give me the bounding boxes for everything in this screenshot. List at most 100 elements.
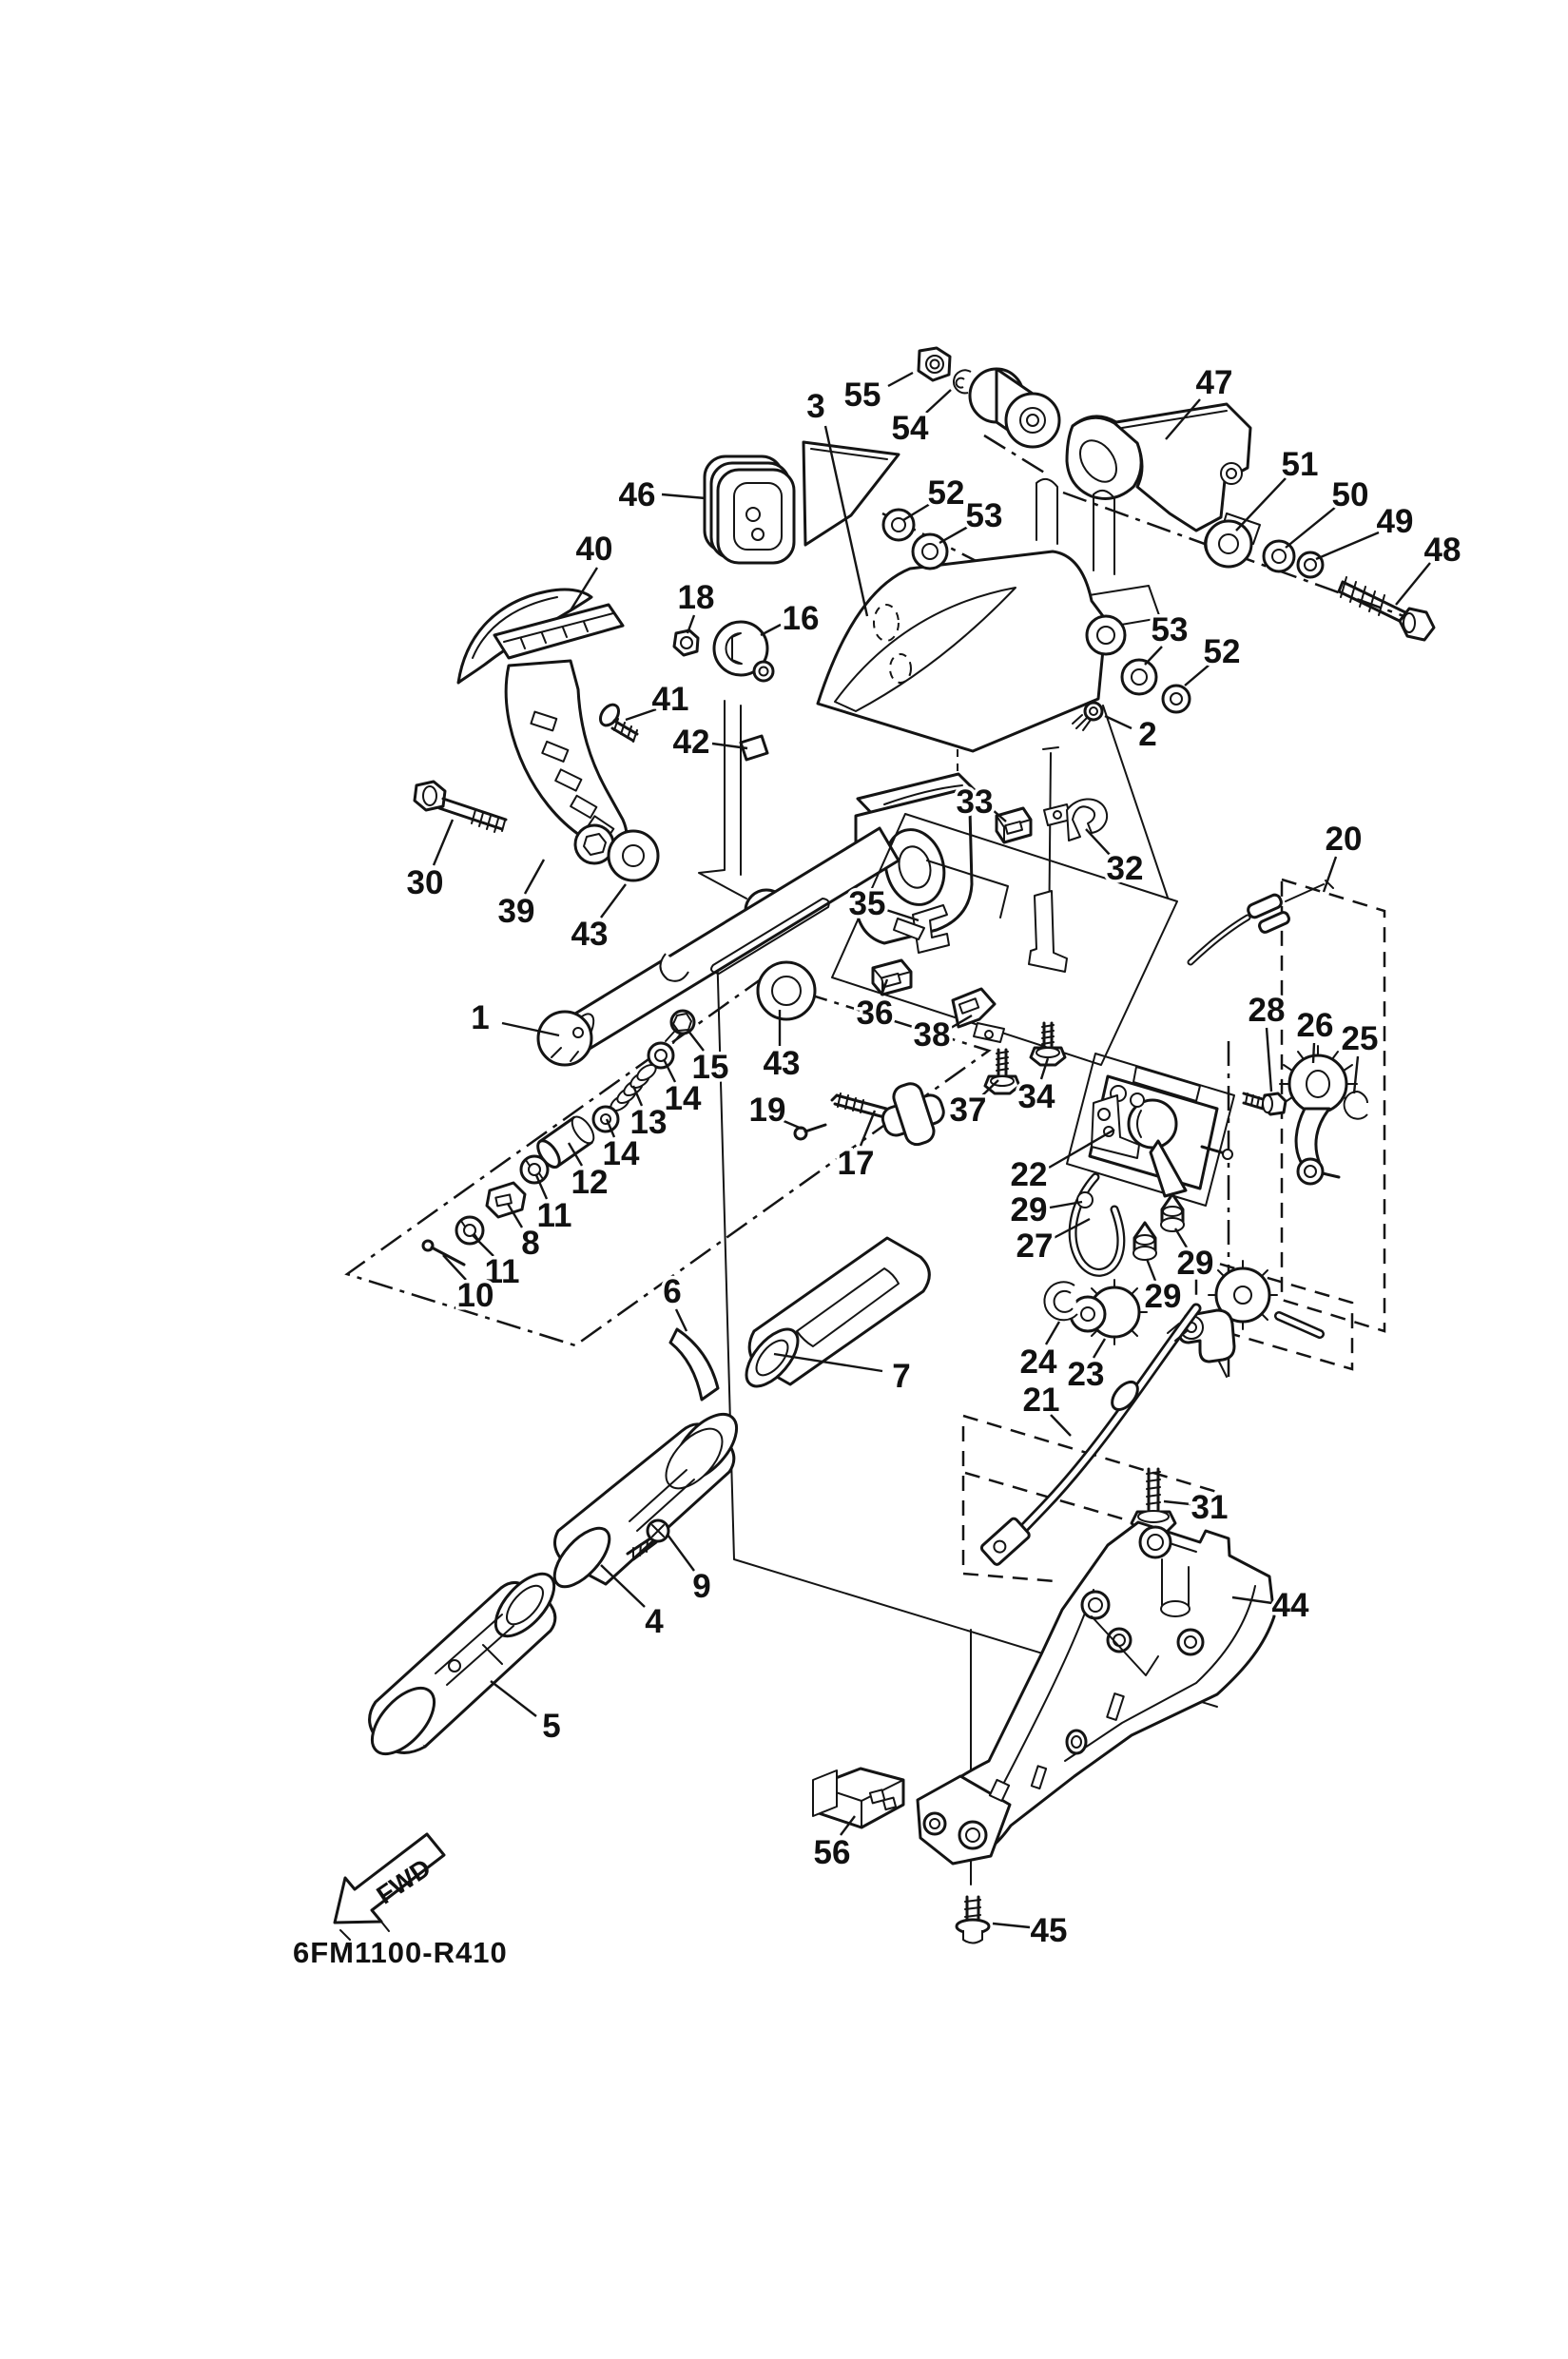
part-label-38: 38 xyxy=(914,1016,951,1054)
part-label-14: 14 xyxy=(603,1135,640,1172)
washer-54 xyxy=(952,369,972,395)
clip-32 xyxy=(1043,798,1109,841)
leader-line-8 xyxy=(506,1203,524,1228)
leader-line-44 xyxy=(1231,1595,1273,1605)
part-label-16: 16 xyxy=(783,600,820,637)
part-label-13: 13 xyxy=(630,1104,668,1141)
leader-line-53 xyxy=(1144,646,1163,666)
part-label-52: 52 xyxy=(928,474,965,512)
leader-line-5 xyxy=(490,1680,537,1717)
leader-line-21 xyxy=(1050,1414,1072,1437)
part-label-29: 29 xyxy=(1145,1278,1182,1315)
leader-line-52 xyxy=(902,502,931,522)
leader-line-7 xyxy=(773,1352,883,1373)
mid-bracket-plate xyxy=(831,813,1178,1066)
part-label-33: 33 xyxy=(957,783,994,821)
part-label-28: 28 xyxy=(1249,992,1286,1029)
part-label-3: 3 xyxy=(806,388,824,425)
clamp-29-a xyxy=(1076,1191,1094,1209)
throttle-cam-26 xyxy=(1279,1045,1358,1186)
leader-line-55 xyxy=(887,371,914,388)
part-label-53: 53 xyxy=(966,497,1003,534)
leader-line-37 xyxy=(978,1079,999,1099)
part-label-42: 42 xyxy=(673,724,710,761)
part-label-5: 5 xyxy=(542,1708,560,1745)
handle-housing xyxy=(816,550,1127,753)
leader-line-17 xyxy=(859,1110,877,1147)
bushing-43-cup xyxy=(756,960,817,1021)
nut-8 xyxy=(485,1181,527,1219)
screw-28 xyxy=(1242,1092,1287,1116)
leader-line-46 xyxy=(661,493,707,500)
leader-line-30 xyxy=(432,819,455,866)
part-label-45: 45 xyxy=(1031,1912,1068,1949)
leader-line-47 xyxy=(1165,398,1201,440)
bolt-34 xyxy=(1029,1021,1067,1067)
leader-line-53 xyxy=(939,525,969,545)
part-label-11: 11 xyxy=(485,1253,520,1290)
part-label-30: 30 xyxy=(407,864,444,901)
part-label-8: 8 xyxy=(521,1225,539,1262)
friction-knob-17 xyxy=(830,1082,945,1147)
leader-line-19 xyxy=(781,1118,803,1131)
leader-line-15 xyxy=(687,1029,705,1052)
part-label-39: 39 xyxy=(498,893,535,930)
grip-pad-3 xyxy=(802,440,900,547)
leader-line-13 xyxy=(631,1085,644,1107)
leader-line-24 xyxy=(1044,1321,1061,1345)
center-axis-lines xyxy=(881,434,1442,1377)
bolt-15 xyxy=(665,1009,696,1044)
nut-55 xyxy=(917,346,952,382)
drawing-code: 6FM1100-R410 xyxy=(293,1936,508,1969)
part-label-44: 44 xyxy=(1272,1587,1309,1624)
part-label-12: 12 xyxy=(571,1164,609,1201)
leader-line-29 xyxy=(1049,1200,1083,1209)
part-label-31: 31 xyxy=(1191,1489,1229,1526)
grip-shaft-4 xyxy=(552,1412,739,1589)
bottom-housing-44 xyxy=(916,1520,1276,1866)
part-label-20: 20 xyxy=(1326,821,1363,858)
pointer xyxy=(1149,1139,1188,1198)
part-label-14: 14 xyxy=(665,1080,702,1117)
leader-line-29 xyxy=(1145,1258,1157,1282)
nut-18 xyxy=(672,628,700,657)
washer-52-right xyxy=(1161,684,1191,714)
part-label-27: 27 xyxy=(1016,1228,1054,1265)
leader-line-32 xyxy=(1085,828,1112,857)
part-label-29: 29 xyxy=(1011,1191,1048,1228)
part-label-22: 22 xyxy=(1011,1156,1048,1193)
leader-line-23 xyxy=(1092,1338,1107,1359)
leader-line-40 xyxy=(569,567,599,611)
part-label-2: 2 xyxy=(1138,716,1156,753)
part-label-35: 35 xyxy=(849,885,886,922)
dashed-box-20 xyxy=(1280,878,1386,1333)
leader-line-33 xyxy=(991,808,1007,822)
part-label-23: 23 xyxy=(1068,1356,1105,1393)
leader-line-22 xyxy=(1048,1128,1115,1170)
tube-roller xyxy=(659,953,689,982)
leader-line-10 xyxy=(442,1254,467,1281)
leader-line-34 xyxy=(1039,1057,1050,1080)
bushing-53-right xyxy=(1120,658,1158,696)
washer-11-upper xyxy=(519,1154,550,1185)
ring-24 xyxy=(1043,1281,1078,1322)
plate-38 xyxy=(951,987,1005,1043)
gear-23 xyxy=(1069,1279,1148,1345)
part-label-54: 54 xyxy=(892,410,929,447)
part-label-46: 46 xyxy=(619,476,656,513)
leader-line-54 xyxy=(925,389,952,414)
leader-line-49 xyxy=(1315,531,1380,561)
part-label-21: 21 xyxy=(1023,1382,1060,1419)
part-label-53: 53 xyxy=(1152,611,1189,648)
part-label-37: 37 xyxy=(950,1092,987,1129)
bushing-53-upper xyxy=(911,532,949,570)
housing-slot xyxy=(834,587,1016,712)
leader-line-25 xyxy=(1352,1055,1360,1094)
part-label-6: 6 xyxy=(663,1273,681,1310)
main-tube-1 xyxy=(536,826,900,1067)
washer-50 xyxy=(1262,539,1296,573)
screw-9 xyxy=(626,1518,670,1561)
part-label-17: 17 xyxy=(838,1145,875,1182)
